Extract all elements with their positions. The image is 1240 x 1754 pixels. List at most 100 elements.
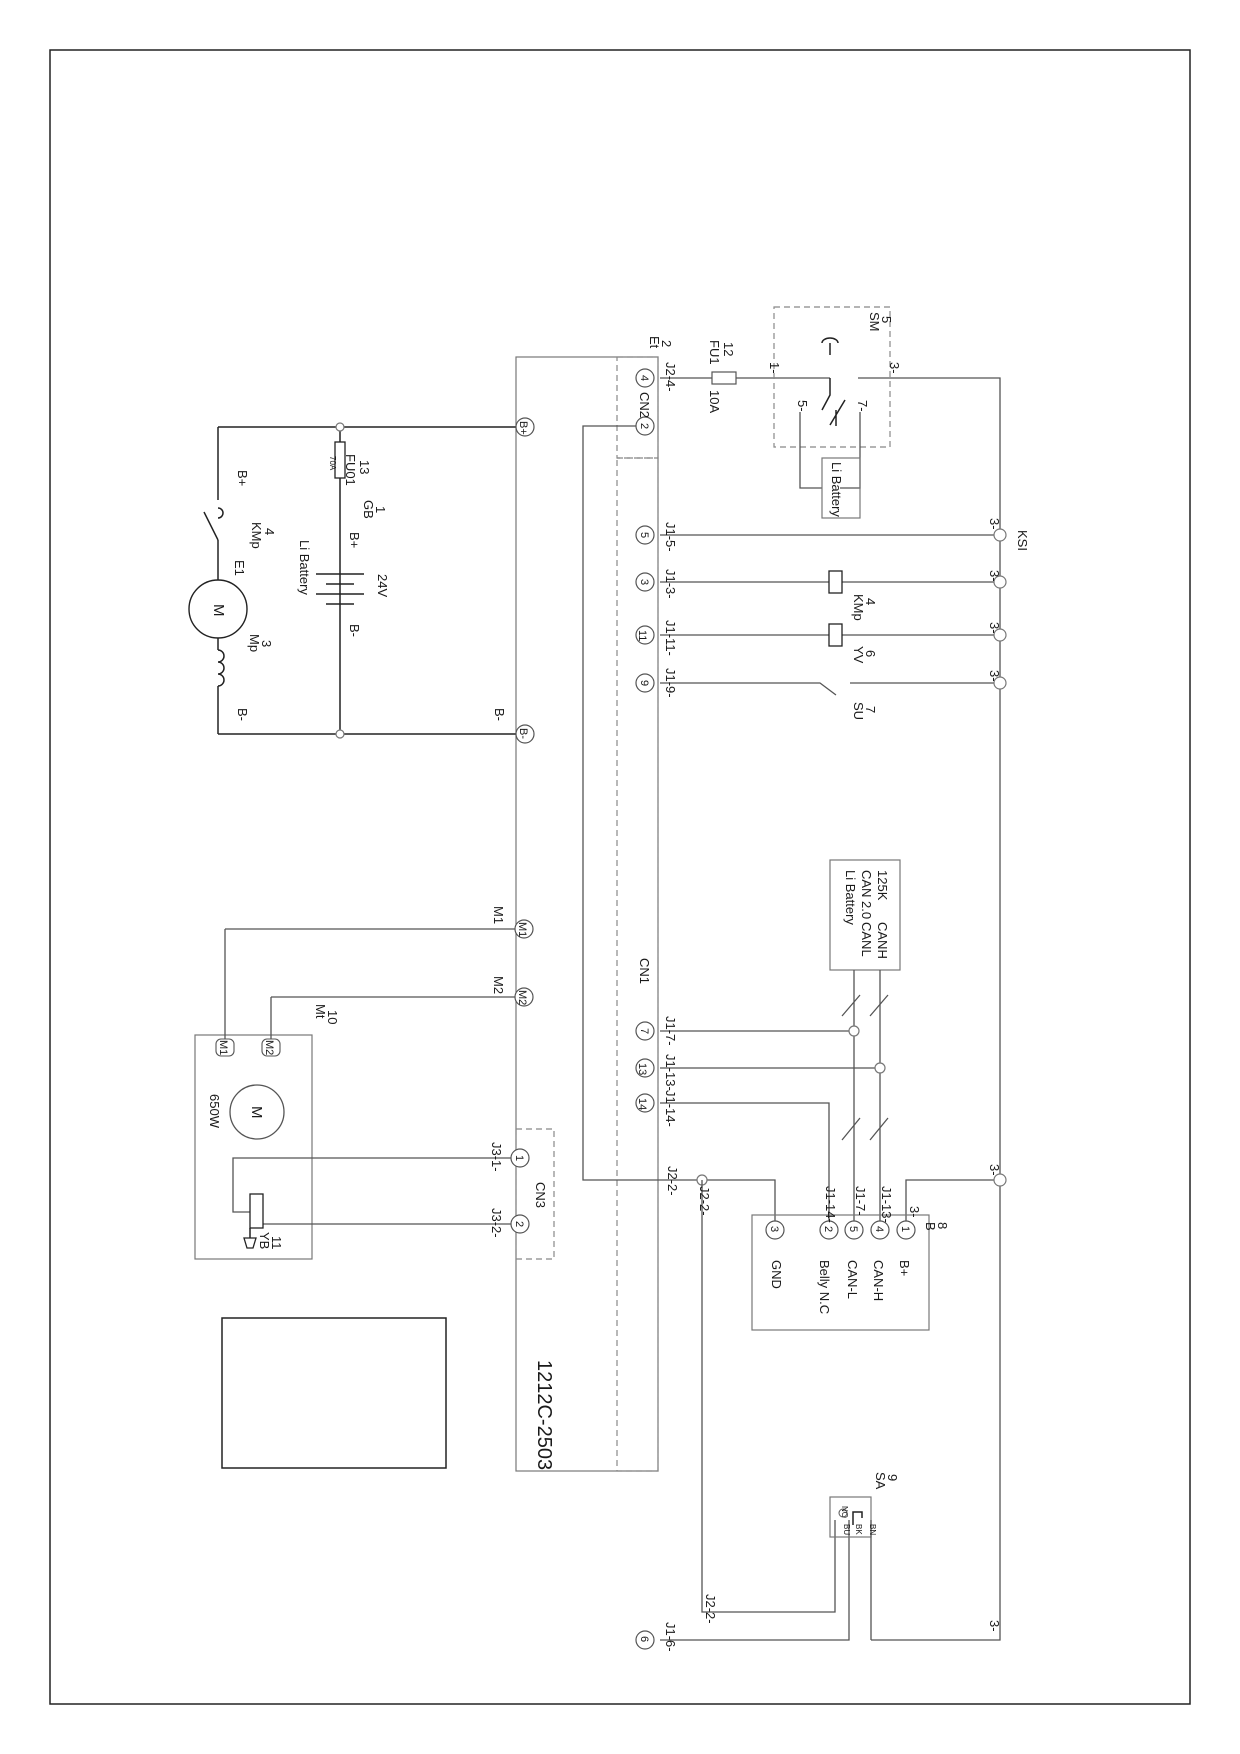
cn3-label: CN3 xyxy=(533,1182,548,1208)
pin-cn1-5 xyxy=(635,525,655,545)
mt-num: 10 xyxy=(325,1010,340,1024)
cn1-pin6-label: 6 xyxy=(638,1636,650,1642)
belly-pin2-label: 2 xyxy=(822,1226,834,1232)
fu01-fuse xyxy=(334,441,346,479)
wire-j1-6 xyxy=(660,1520,850,1641)
pump-bminus: B- xyxy=(235,708,250,721)
belly-nc: Belly N.C xyxy=(817,1260,832,1314)
belly-wire-j114: J1-14- xyxy=(823,1186,838,1223)
et-tag: Et xyxy=(647,336,662,349)
fu1-num: 12 xyxy=(721,342,736,356)
pin-bplus xyxy=(515,417,535,437)
pin-m2 xyxy=(514,987,534,1007)
battery-bplus: B+ xyxy=(347,532,362,548)
cn1-can1-pin: 7 xyxy=(638,1028,650,1034)
et-num: 2 xyxy=(659,340,674,347)
belly-wire-j113: J1-13- xyxy=(879,1186,894,1223)
cn2-pin2-label: 2 xyxy=(638,423,650,429)
controller-body xyxy=(515,356,659,1472)
mp-num: 3 xyxy=(259,640,274,647)
kmp-tag: KMp xyxy=(249,522,264,549)
seat-wire-j16: J1-6- xyxy=(663,1622,678,1652)
yv-coil xyxy=(828,623,843,647)
traction-pin-m2-label: M2 xyxy=(263,1040,275,1055)
belly-num: 8 xyxy=(935,1222,950,1229)
yb-num: 11 xyxy=(269,1236,284,1250)
sheet-border xyxy=(49,49,1191,1705)
cn3-frame xyxy=(515,1128,555,1260)
can-battery-canh: CANH xyxy=(875,922,890,959)
cn1-row2-net: 3- xyxy=(987,570,1002,582)
cn2-label: CN2 xyxy=(637,392,652,418)
mt-tag: Mt xyxy=(313,1004,328,1019)
node-kmp xyxy=(993,575,1007,589)
cn1-row2-wire: J1-3- xyxy=(663,569,678,599)
belly-pin3-label: 3 xyxy=(768,1226,780,1232)
cn1-row4-wire: J1-9- xyxy=(663,668,678,698)
belly-wire-j22: J2-2- xyxy=(697,1186,712,1216)
cn1-frame xyxy=(616,457,659,1472)
can-twist-top xyxy=(841,994,889,1017)
pin-cn1-14 xyxy=(635,1093,655,1113)
pin-cn1-11 xyxy=(635,625,655,645)
kmp-coil-tag: KMp xyxy=(851,594,866,621)
battery-voltage: 24V xyxy=(375,574,390,597)
battery-name: Li Battery xyxy=(297,540,312,595)
can-battery-line1: Li Battery xyxy=(843,870,858,925)
seat-wire-j22b: J2-2- xyxy=(703,1594,718,1624)
traction-motor-circle xyxy=(229,1084,285,1140)
ksi-label: KSI xyxy=(1015,530,1030,551)
pin-cn2-4 xyxy=(635,368,655,388)
node-ksi xyxy=(993,528,1007,542)
traction-pin-m2 xyxy=(261,1038,281,1057)
kmp-coil-num: 4 xyxy=(863,598,878,605)
cn1-can3-wire: J1-14- xyxy=(663,1090,678,1127)
cn1-row2-pin: 3 xyxy=(638,579,650,585)
controller-model: 1212C-2503 xyxy=(533,1360,555,1470)
traction-motor-m: M xyxy=(248,1106,265,1119)
junction-bminus xyxy=(335,729,345,739)
pin-bplus-label: B+ xyxy=(517,421,529,435)
cn1-row1-net: 3- xyxy=(987,518,1002,530)
sa-no: NO xyxy=(840,1506,849,1518)
belly-pin-4 xyxy=(870,1220,890,1240)
kmp-coil xyxy=(828,570,843,594)
seat-switch-box xyxy=(829,1496,872,1538)
wire-j2-2-belly xyxy=(702,1179,776,1230)
sm-net-7: 7- xyxy=(855,400,870,412)
can-twist-bottom xyxy=(841,1117,889,1141)
node-belly-return xyxy=(993,1173,1007,1187)
pin-cn1-7 xyxy=(635,1021,655,1041)
brake-wire1-label: J3-1- xyxy=(489,1142,504,1172)
sm-mushroom xyxy=(821,337,839,355)
sm-switch-contacts xyxy=(821,378,846,426)
fu01-rating: 70A xyxy=(328,456,337,471)
can-battery-line2: CAN 2.0 xyxy=(859,870,874,919)
cn1-row3-wire: J1-11- xyxy=(663,620,678,656)
fu1-fuse xyxy=(711,371,737,385)
sa-bk: BK xyxy=(854,1524,863,1535)
yb-tag: YB xyxy=(257,1232,272,1249)
pin-bminus-label: B- xyxy=(517,728,529,739)
cn1-row3-pin: 11 xyxy=(636,630,648,641)
belly-pin-1 xyxy=(896,1220,916,1240)
belly-pin1-label: 1 xyxy=(899,1226,911,1232)
pin-m2-label: M2 xyxy=(516,990,528,1005)
pin-cn1-3 xyxy=(635,572,655,592)
belly-module-box xyxy=(751,1214,930,1331)
wiring-layer xyxy=(188,306,1007,1650)
su-tag: SU xyxy=(851,702,866,720)
cn1-can1-wire: J1-7- xyxy=(663,1016,678,1046)
wire-cn2-pin2 xyxy=(582,425,702,1181)
sm-li-battery-box xyxy=(821,457,861,519)
pump-motor-m: M xyxy=(210,604,227,617)
belly-bplus: B+ xyxy=(897,1260,912,1276)
pump-field-coil xyxy=(217,649,225,687)
gb-tag: GB xyxy=(361,500,376,519)
su-num: 7 xyxy=(863,706,878,713)
pin-m1 xyxy=(514,919,534,939)
fu01-tag: FU01 xyxy=(343,454,358,486)
wire-j1-14 xyxy=(660,1102,830,1230)
cn1-row3-net: 3- xyxy=(987,622,1002,634)
cn1-can3-pin: 14 xyxy=(636,1098,648,1110)
